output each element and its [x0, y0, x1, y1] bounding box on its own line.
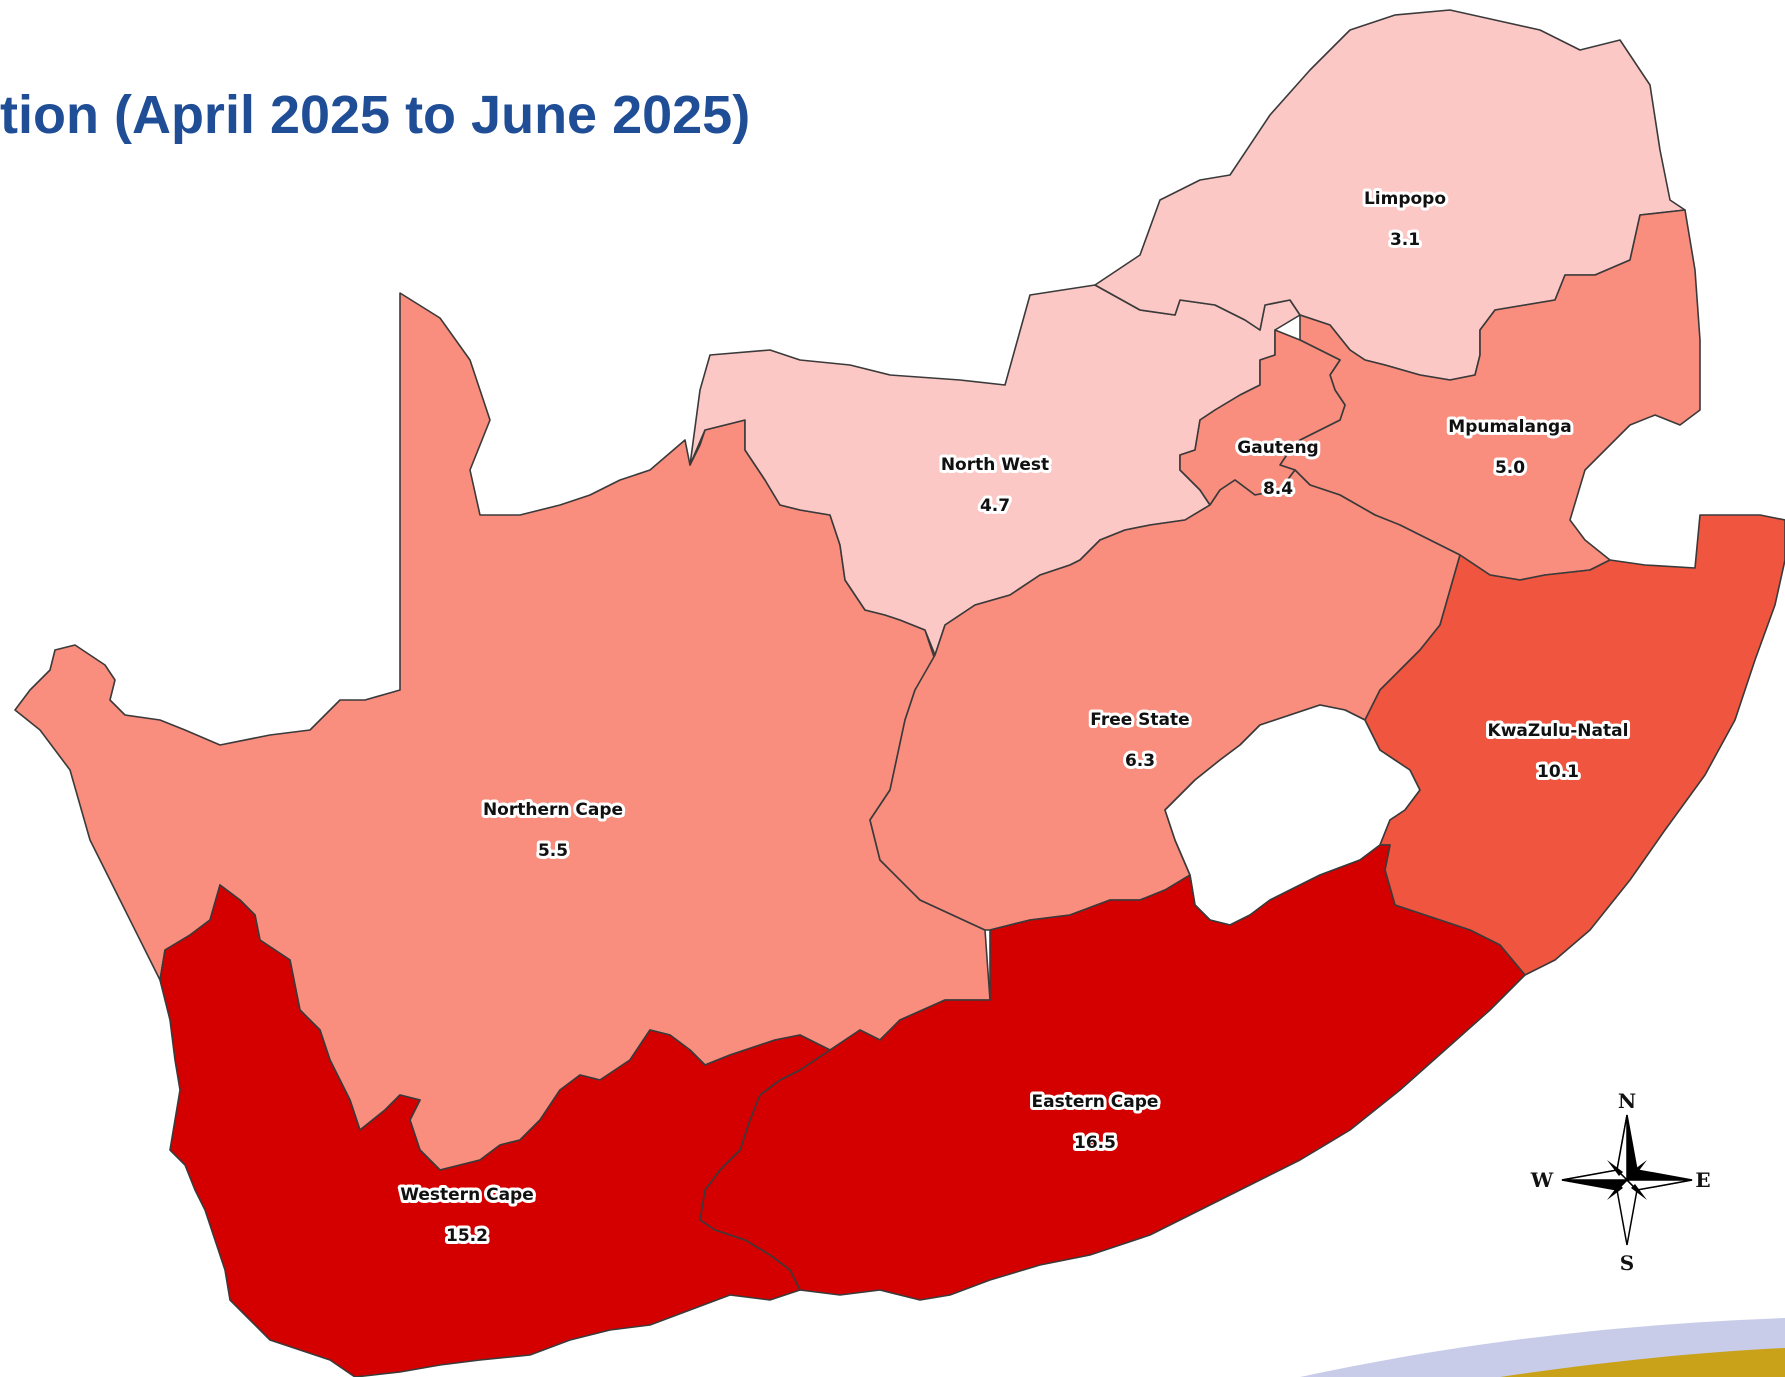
- label-northern-cape: Northern Cape: [483, 800, 623, 820]
- label-limpopo: Limpopo: [1364, 189, 1446, 209]
- map-title: tion (April 2025 to June 2025): [0, 85, 751, 145]
- label-eastern-cape: Eastern Cape: [1032, 1092, 1159, 1112]
- compass-east-label: E: [1695, 1168, 1710, 1192]
- value-north-west: 4.7: [980, 496, 1010, 516]
- province-labels: Limpopo 3.1 North West 4.7 Mpumalanga 5.…: [397, 186, 1631, 1249]
- label-free-state: Free State: [1090, 710, 1189, 730]
- label-mpumalanga: Mpumalanga: [1448, 417, 1571, 437]
- label-north-west: North West: [941, 455, 1049, 475]
- label-gauteng: Gauteng: [1237, 438, 1318, 458]
- label-kwazulu-natal: KwaZulu-Natal: [1488, 721, 1629, 741]
- compass-south-label: S: [1620, 1251, 1634, 1275]
- value-mpumalanga: 5.0: [1495, 458, 1525, 478]
- compass-west-label: W: [1530, 1168, 1554, 1192]
- compass-north-label: N: [1618, 1089, 1636, 1113]
- value-gauteng: 8.4: [1263, 479, 1293, 499]
- value-western-cape: 15.2: [446, 1226, 488, 1246]
- label-western-cape: Western Cape: [400, 1185, 534, 1205]
- value-free-state: 6.3: [1125, 751, 1155, 771]
- province-western-cape[interactable]: [159, 884, 831, 1377]
- value-northern-cape: 5.5: [538, 841, 568, 861]
- compass-rose-icon: N S E W: [1530, 1089, 1711, 1275]
- value-kwazulu-natal: 10.1: [1537, 762, 1579, 782]
- value-limpopo: 3.1: [1390, 230, 1420, 250]
- decorative-swoosh: [1300, 1318, 1785, 1377]
- value-eastern-cape: 16.5: [1074, 1133, 1116, 1153]
